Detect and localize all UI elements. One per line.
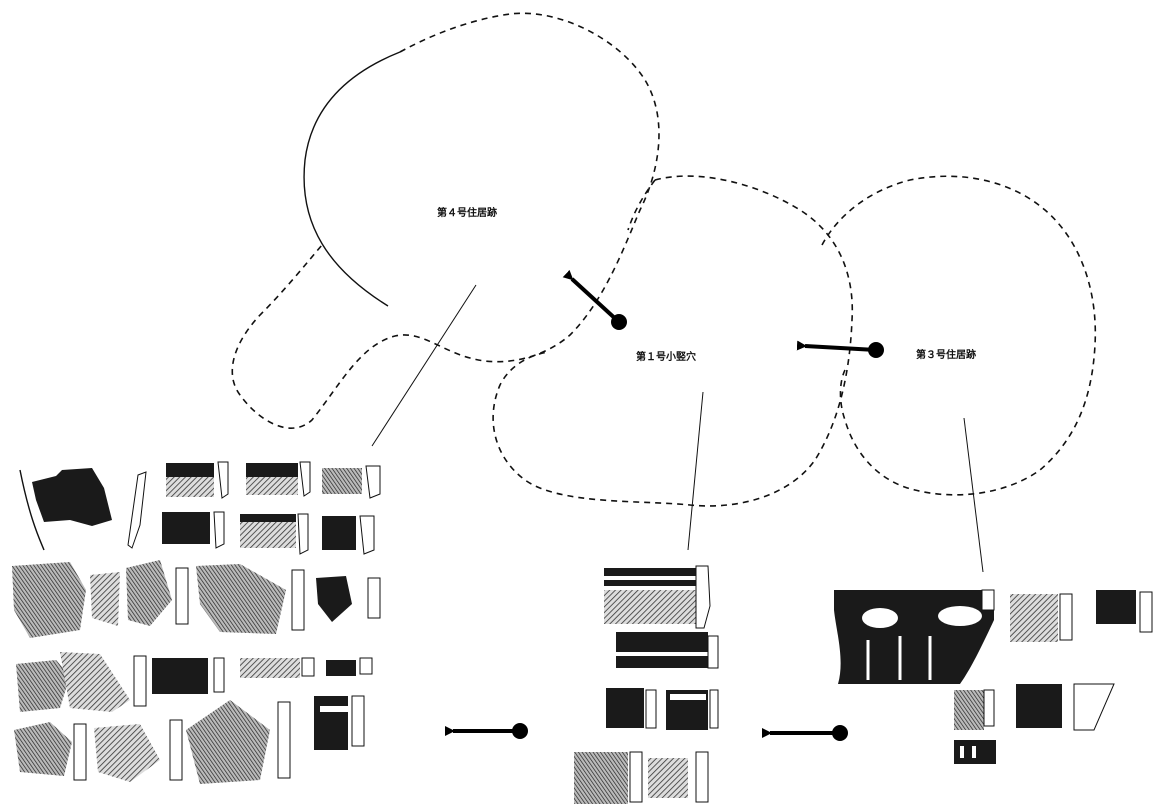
leader-line-pit-house-4	[371, 284, 477, 447]
leader-line-small-pit-1	[687, 391, 704, 551]
sherd-group-pit-house-4	[12, 461, 381, 784]
small-pit-1-label: 第１号小竪穴	[636, 350, 696, 363]
arrow-small-pit-to-house-4	[562, 269, 627, 330]
pit-house-3-outline	[821, 175, 1097, 496]
sherd-group-pit-house-3	[834, 589, 1153, 764]
sherd-group-small-pit-1	[574, 565, 719, 804]
arrow-house-3-to-small-pit	[796, 340, 884, 358]
pit-house-3-label: 第３号住居跡	[916, 348, 976, 361]
pit-house-4-label: 第４号住居跡	[437, 206, 497, 219]
small-pit-1-outline	[492, 175, 854, 507]
pit-house-4-outline	[231, 12, 660, 429]
arrow-bottom-right	[762, 725, 848, 741]
leader-line-pit-house-3	[963, 417, 984, 573]
arrow-bottom-left	[445, 723, 528, 739]
